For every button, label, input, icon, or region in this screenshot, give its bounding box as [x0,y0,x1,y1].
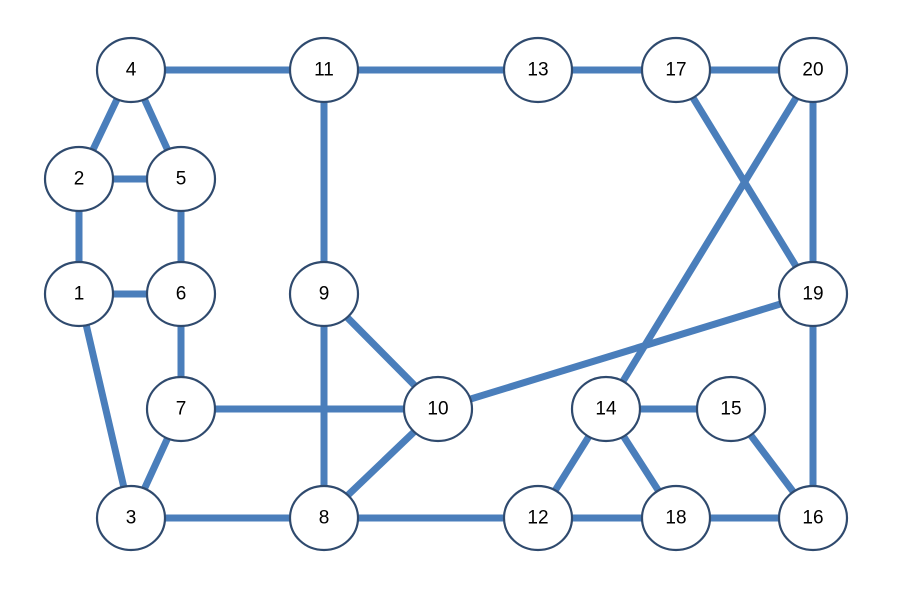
node-3: 3 [95,484,167,552]
node-label: 19 [802,284,823,305]
node-12: 12 [502,484,574,552]
node-5: 5 [145,145,217,213]
node-label: 7 [176,399,187,420]
node-label: 12 [527,508,548,529]
node-8: 8 [288,484,360,552]
node-2: 2 [43,145,115,213]
node-label: 11 [314,60,334,81]
node-circle [145,375,217,443]
node-circle [43,145,115,213]
node-circle [640,36,712,104]
node-circle [288,484,360,552]
node-label: 15 [720,399,741,420]
node-circle [288,260,360,328]
node-circle [640,484,712,552]
node-1: 1 [43,260,115,328]
node-label: 17 [665,60,686,81]
node-18: 18 [640,484,712,552]
node-17: 17 [640,36,712,104]
edge-10-19 [436,290,815,413]
node-label: 5 [176,169,187,190]
node-circle [402,375,474,443]
node-16: 16 [777,484,849,552]
node-circle [95,484,167,552]
node-6: 6 [145,260,217,328]
node-label: 18 [665,508,686,529]
node-label: 3 [126,508,137,529]
node-19: 19 [777,260,849,328]
node-11: 11 [288,36,360,104]
node-circle [43,260,115,328]
node-label: 14 [595,399,617,420]
edge-1-3 [75,293,135,519]
node-circle [777,260,849,328]
node-label: 13 [527,60,548,81]
node-4: 4 [95,36,167,104]
node-circle [95,36,167,104]
node-label: 1 [74,284,85,305]
node-circle [145,145,217,213]
node-20: 20 [777,36,849,104]
node-circle [502,484,574,552]
node-label: 8 [319,508,330,529]
node-14: 14 [570,375,642,443]
node-9: 9 [288,260,360,328]
node-label: 9 [319,284,330,305]
node-label: 4 [126,60,137,81]
node-circle [145,260,217,328]
node-10: 10 [402,375,474,443]
node-circle [777,36,849,104]
node-label: 20 [802,60,823,81]
edge-17-19 [673,68,816,296]
node-label: 10 [427,399,448,420]
node-7: 7 [145,375,217,443]
node-label: 6 [176,284,187,305]
node-circle [570,375,642,443]
node-circle [695,375,767,443]
node-label: 2 [74,169,85,190]
node-label: 16 [802,508,823,529]
edge-14-20 [603,68,816,411]
node-circle [777,484,849,552]
node-15: 15 [695,375,767,443]
node-13: 13 [502,36,574,104]
node-circle [502,36,574,104]
node-circle [288,36,360,104]
